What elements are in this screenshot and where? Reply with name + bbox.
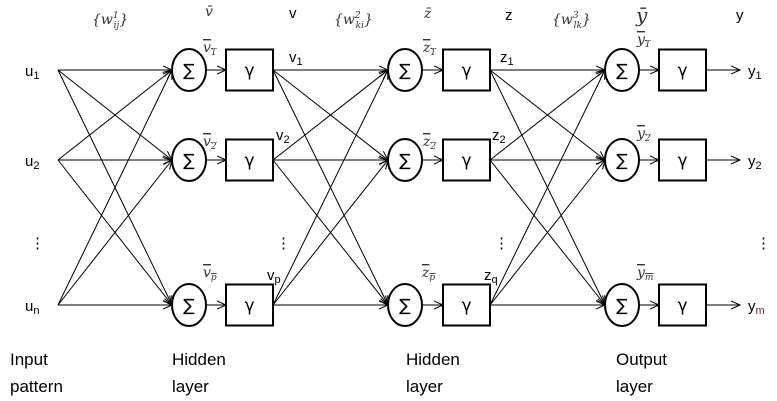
ellipsis-inputs: ⋮ [30,235,45,252]
activation-box-l2-1 [442,48,491,92]
activation-box-l3-1 [658,48,707,92]
connections [57,70,740,306]
v1: v1 [289,49,303,68]
edge-l1-1-to-0 [272,70,388,161]
activation-box-l1-1 [225,48,274,92]
activation-box-l3-2 [658,138,707,182]
y1-bar: y1 [636,32,651,50]
edge-l0-1-to-0 [57,70,172,161]
layer1-labels: v1 v2 vp v1 v2 vp [203,40,303,286]
caption-hidden2-2: layer [406,377,443,396]
y-bar-header: ȳ [635,3,648,27]
activation-box-l1-2 [225,138,274,182]
activation-box-l1-3 [225,283,274,327]
activation-box-l2-2 [442,138,491,182]
caption-output-2: layer [616,377,653,396]
caption-output-1: Output [616,350,667,369]
v2: v2 [276,127,290,146]
layer2-labels: z1 z2 zp z1 z2 zq [421,40,514,286]
input-un: un [25,298,39,317]
sum-node-l1-2 [171,138,207,182]
gamma-activation-label: γ [244,151,254,171]
sum-icon: ∑ [183,61,195,81]
zp-bar: zp [421,265,435,283]
sum-icon: ∑ [399,296,411,316]
v-header: v [289,5,297,22]
gamma-activation-label: γ [461,61,471,81]
ellipsis-outputs: ⋮ [756,235,771,252]
sum-node-l2-2 [387,138,423,182]
zq: zq [484,267,498,286]
caption-input-1: Input [10,350,48,369]
edge-l0-2-to-1 [57,160,172,306]
gamma-activation-label: γ [461,151,471,171]
edge-l1-2-to-0 [272,70,388,306]
sum-node-l3-2 [604,138,640,182]
gamma-activation-label: γ [244,296,254,316]
z2: z2 [492,127,506,146]
gamma-activation-label: γ [677,151,687,171]
input-u1: u1 [25,63,39,82]
input-u2: u2 [25,153,39,172]
sum-node-l3-3 [604,283,640,327]
v1-bar: v1 [203,40,217,58]
sum-icon: ∑ [616,296,628,316]
gamma-activation-label: γ [244,61,254,81]
y-header: y [736,7,744,24]
sum-icon: ∑ [616,151,628,171]
vp: vp [267,267,281,286]
vp-bar: vp [203,265,217,283]
nodes: ∑ γ ∑ γ ∑ γ ∑ γ ∑ γ ∑ γ ∑ γ ∑ γ ∑ γ [171,48,707,327]
ellipsis-layer2: ⋮ [494,235,509,252]
z2-bar: z2 [422,134,436,152]
caption-hidden2-1: Hidden [406,350,460,369]
z-header: z [505,7,513,24]
sum-node-l1-1 [171,48,207,92]
gamma-activation-label: γ [677,296,687,316]
edge-l2-1-to-0 [489,70,605,161]
gamma-activation-label: γ [677,61,687,81]
sum-icon: ∑ [399,151,411,171]
caption-hidden1-2: layer [172,377,209,396]
y1: y1 [748,63,762,82]
v-bar-header: v̄ [205,4,213,20]
sum-node-l2-1 [387,48,423,92]
z-bar-header: z̄ [423,6,432,22]
edge-l0-2-to-0 [57,70,172,306]
activation-box-l2-3 [442,283,491,327]
edge-l2-2-to-1 [489,160,605,306]
y2: y2 [748,153,762,172]
edge-l1-2-to-1 [272,160,388,306]
ym-bar: ym [636,265,653,283]
caption-input-2: pattern [10,377,63,396]
sum-node-l1-3 [171,283,207,327]
sum-icon: ∑ [616,61,628,81]
y2-bar: y2 [636,126,651,144]
caption-hidden1-1: Hidden [172,350,226,369]
sum-node-l3-1 [604,48,640,92]
layer3-labels: y1 y2 ym y1 y2 ym [636,32,765,317]
edge-l2-2-to-0 [489,70,605,306]
gamma-activation-label: γ [461,296,471,316]
z1-bar: z1 [422,40,436,58]
v2-bar: v2 [203,134,217,152]
sum-icon: ∑ [183,296,195,316]
sum-node-l2-3 [387,283,423,327]
activation-box-l3-3 [658,283,707,327]
sum-icon: ∑ [399,61,411,81]
ellipsis-layer1: ⋮ [276,235,291,252]
sum-icon: ∑ [183,151,195,171]
z1: z1 [500,49,514,68]
ym: ym [748,298,765,317]
